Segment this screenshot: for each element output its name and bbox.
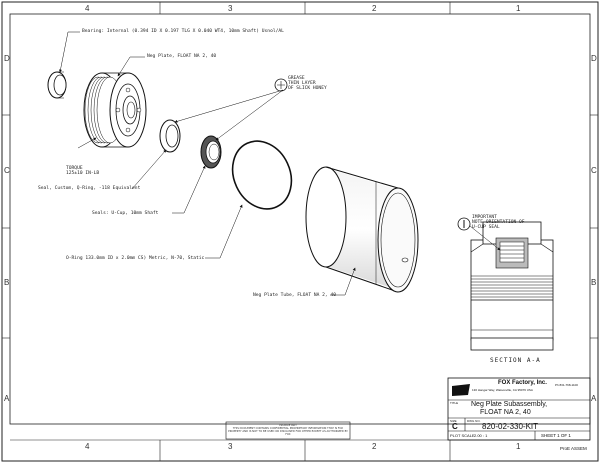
u-cup-seal-part	[200, 135, 222, 169]
proprietary-heading: PROPRIETARY	[279, 424, 297, 427]
callout-torque-1: TORQUE	[66, 166, 83, 171]
callout-seal-ucup: Seals: U-Cup, 10mm Shaft	[92, 211, 159, 216]
zone-col-2-top: 2	[372, 4, 377, 13]
zone-col-1-bottom: 1	[516, 442, 521, 451]
o-ring-part	[231, 140, 293, 210]
callout-neg-plate: Neg Plate, FLOAT NA 2, 40	[147, 54, 217, 59]
callout-o-ring: O-Ring 133.0mm ID x 2.0mm CS) Metric, N-…	[66, 256, 205, 261]
bearing-part	[47, 71, 67, 99]
callout-important-2: NOTE ORIENTATION OF	[472, 220, 525, 225]
company-address: 130 Hangar Way, Watsonville, CA 95076 US…	[472, 388, 533, 392]
callout-grease-1: GREASE	[288, 76, 305, 81]
proprietary-body: THIS DOCUMENT CONTAINS CONFIDENTIAL PROP…	[228, 427, 348, 436]
drawing-title-line-1: Neg Plate Subassembly,	[471, 401, 548, 408]
q-ring-seal-part	[159, 119, 181, 153]
callout-important-1: IMPORTANT	[472, 215, 497, 220]
sheet-number: SHEET 1 OF 1	[541, 433, 571, 438]
callout-torque-2: 125±10 IN-LB	[66, 171, 100, 176]
zone-row-b-right: B	[591, 278, 597, 287]
zone-col-3-top: 3	[228, 4, 233, 13]
sheet-size: C	[452, 422, 458, 431]
zone-row-d-left: D	[4, 54, 10, 63]
zone-row-b-left: B	[4, 278, 10, 287]
title-label: TITLE	[450, 401, 459, 405]
plot-scale: 2.00 : 1	[474, 433, 488, 438]
zone-col-3-bottom: 3	[228, 442, 233, 451]
section-a-a-view	[457, 217, 554, 351]
zone-row-c-right: C	[591, 166, 597, 175]
callout-bearing: Bearing: Internal (0.394 ID X 0.197 TLG …	[82, 29, 284, 34]
zone-row-d-right: D	[591, 54, 597, 63]
leader-lines	[59, 31, 356, 296]
footer-code: ProE ASSEM	[560, 446, 587, 451]
zone-col-4-bottom: 4	[85, 442, 90, 451]
inner-border	[9, 13, 591, 425]
drawing-title-line-2: FLOAT NA 2, 40	[480, 409, 531, 416]
callout-seal-custom: Seal, Custom, Q-Ring, -118 Equivalent	[38, 186, 141, 191]
zone-row-a-left: A	[4, 394, 10, 403]
title-block	[447, 377, 591, 441]
callout-neg-plate-tube: Neg Plate Tube, FLOAT NA 2, 40	[253, 293, 336, 298]
zone-row-c-left: C	[4, 166, 10, 175]
size-label: SIZE	[450, 419, 457, 423]
neg-plate-part	[83, 72, 147, 148]
neg-plate-tube-part	[305, 166, 419, 293]
zone-row-a-right: A	[591, 394, 597, 403]
zone-col-4-top: 4	[85, 4, 90, 13]
section-label: SECTION A-A	[490, 357, 541, 364]
company-name: FOX Factory, Inc.	[498, 380, 547, 386]
company-phone: Ph 831-768-1100	[555, 383, 578, 387]
proprietary-box	[225, 421, 351, 440]
proprietary-notice: PROPRIETARY THIS DOCUMENT CONTAINS CONFI…	[228, 424, 348, 436]
plot-scale-label: PLOT SCALE	[450, 433, 475, 438]
callout-important-3: U-CUP SEAL	[472, 225, 500, 230]
grease-symbol	[274, 78, 288, 92]
drawing-number: 820-02-330-KIT	[482, 422, 539, 431]
dwg-label: DWG NO.	[467, 419, 481, 423]
zone-col-1-top: 1	[516, 4, 521, 13]
zone-col-2-bottom: 2	[372, 442, 377, 451]
callout-grease-2: THIN LAYER	[288, 81, 316, 86]
callout-grease-3: OF SLICK HONEY	[288, 86, 327, 91]
